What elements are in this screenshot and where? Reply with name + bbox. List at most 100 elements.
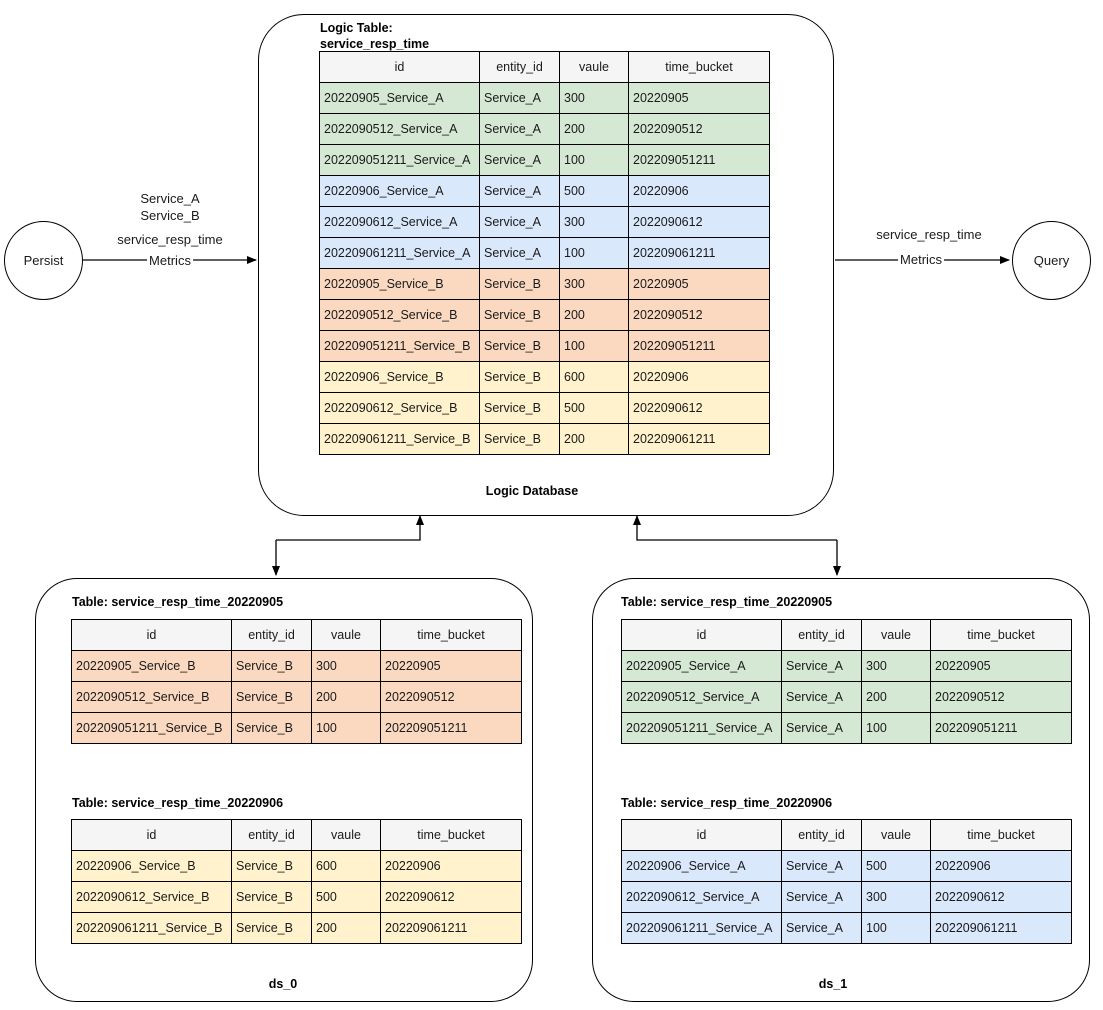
ds0-t0-cell-entity_id: Service_B: [231, 681, 312, 713]
ds1-table-20220906: id entity_id vaule time_bucket 20220906_…: [621, 819, 1072, 944]
ds0-t1-cell-time_bucket: 202209061211: [380, 912, 522, 944]
ds1-t0-cell-entity_id: Service_A: [781, 712, 862, 744]
ds1-table-20220905: id entity_id vaule time_bucket 20220905_…: [621, 619, 1072, 744]
column-header-entity-id: entity_id: [781, 819, 862, 851]
ds0-t1-cell-id: 20220906_Service_B: [71, 850, 232, 882]
ds0-t1-cell-entity_id: Service_B: [231, 881, 312, 913]
logic-cell-id: 202209051211_Service_A: [319, 144, 480, 176]
node-query-label: Query: [1033, 253, 1070, 268]
logic-cell-entity_id: Service_B: [479, 361, 560, 393]
logic-cell-time_bucket: 202209051211: [628, 330, 770, 362]
logic-cell-vaule: 200: [559, 113, 629, 145]
column-header-time-bucket: time_bucket: [380, 819, 522, 851]
ds0-t1-cell-time_bucket: 20220906: [380, 850, 522, 882]
logic-cell-entity_id: Service_B: [479, 299, 560, 331]
logic-cell-id: 2022090512_Service_B: [319, 299, 480, 331]
ds0-t0-cell-entity_id: Service_B: [231, 712, 312, 744]
edge-persist-label-service-a: Service_A: [140, 191, 200, 206]
logic-cell-vaule: 500: [559, 175, 629, 207]
column-header-vaule: vaule: [311, 819, 381, 851]
logic-cell-time_bucket: 2022090612: [628, 206, 770, 238]
ds0-t1-cell-entity_id: Service_B: [231, 912, 312, 944]
logic-database-footer-label: Logic Database: [485, 484, 579, 498]
logic-cell-vaule: 500: [559, 392, 629, 424]
ds1-t1-cell-time_bucket: 202209061211: [930, 912, 1072, 944]
logic-cell-time_bucket: 20220906: [628, 361, 770, 393]
ds0-table-20220905: id entity_id vaule time_bucket 20220905_…: [71, 619, 522, 744]
logic-cell-time_bucket: 20220905: [628, 268, 770, 300]
logic-cell-time_bucket: 202209061211: [628, 237, 770, 269]
ds0-t1-cell-id: 2022090612_Service_B: [71, 881, 232, 913]
ds0-table1-title: Table: service_resp_time_20220906: [72, 796, 284, 810]
column-header-entity-id: entity_id: [781, 619, 862, 651]
table-header-row: id entity_id vaule time_bucket: [621, 819, 1072, 851]
column-header-id: id: [71, 819, 232, 851]
table-header-row: id entity_id vaule time_bucket: [621, 619, 1072, 651]
edge-query-label-metrics: Metrics: [898, 251, 944, 268]
edge-persist-label-metric-name: service_resp_time: [117, 232, 223, 247]
logic-cell-time_bucket: 20220905: [628, 82, 770, 114]
ds1-t1-cell-id: 2022090612_Service_A: [621, 881, 782, 913]
ds1-t0-cell-id: 202209051211_Service_A: [621, 712, 782, 744]
ds1-t1-cell-vaule: 100: [861, 912, 931, 944]
logic-cell-entity_id: Service_A: [479, 206, 560, 238]
ds0-t1-cell-vaule: 500: [311, 881, 381, 913]
datasource-ds0-label: ds_0: [268, 977, 298, 991]
column-header-vaule: vaule: [861, 619, 931, 651]
logic-cell-entity_id: Service_B: [479, 330, 560, 362]
edge-ds0-to-database: [276, 515, 424, 541]
node-persist[interactable]: Persist: [4, 221, 83, 300]
column-header-time-bucket: time_bucket: [930, 819, 1072, 851]
datasource-ds1-container: [592, 578, 1090, 1002]
ds1-t0-cell-entity_id: Service_A: [781, 681, 862, 713]
ds1-t0-cell-vaule: 100: [861, 712, 931, 744]
ds1-t1-cell-id: 202209061211_Service_A: [621, 912, 782, 944]
ds1-t0-cell-vaule: 300: [861, 650, 931, 682]
ds1-t1-cell-time_bucket: 2022090612: [930, 881, 1072, 913]
column-header-vaule: vaule: [311, 619, 381, 651]
column-header-entity-id: entity_id: [479, 51, 560, 83]
logic-cell-id: 2022090512_Service_A: [319, 113, 480, 145]
table-header-row: id entity_id vaule time_bucket: [71, 619, 522, 651]
ds0-t1-cell-vaule: 600: [311, 850, 381, 882]
ds0-t0-cell-entity_id: Service_B: [231, 650, 312, 682]
logic-cell-id: 2022090612_Service_A: [319, 206, 480, 238]
logic-cell-entity_id: Service_B: [479, 268, 560, 300]
ds1-t0-cell-vaule: 200: [861, 681, 931, 713]
ds1-t0-cell-time_bucket: 20220905: [930, 650, 1072, 682]
logic-cell-id: 20220906_Service_A: [319, 175, 480, 207]
node-query[interactable]: Query: [1012, 221, 1091, 300]
ds0-t1-cell-id: 202209061211_Service_B: [71, 912, 232, 944]
column-header-id: id: [71, 619, 232, 651]
column-header-time-bucket: time_bucket: [930, 619, 1072, 651]
logic-cell-time_bucket: 202209061211: [628, 423, 770, 455]
logic-cell-time_bucket: 202209051211: [628, 144, 770, 176]
logic-cell-vaule: 100: [559, 330, 629, 362]
ds1-t0-cell-time_bucket: 202209051211: [930, 712, 1072, 744]
ds0-t1-cell-vaule: 200: [311, 912, 381, 944]
ds1-t1-cell-entity_id: Service_A: [781, 850, 862, 882]
edge-persist-label-metrics: Metrics: [147, 252, 193, 269]
logic-cell-time_bucket: 2022090512: [628, 113, 770, 145]
column-header-id: id: [319, 51, 480, 83]
